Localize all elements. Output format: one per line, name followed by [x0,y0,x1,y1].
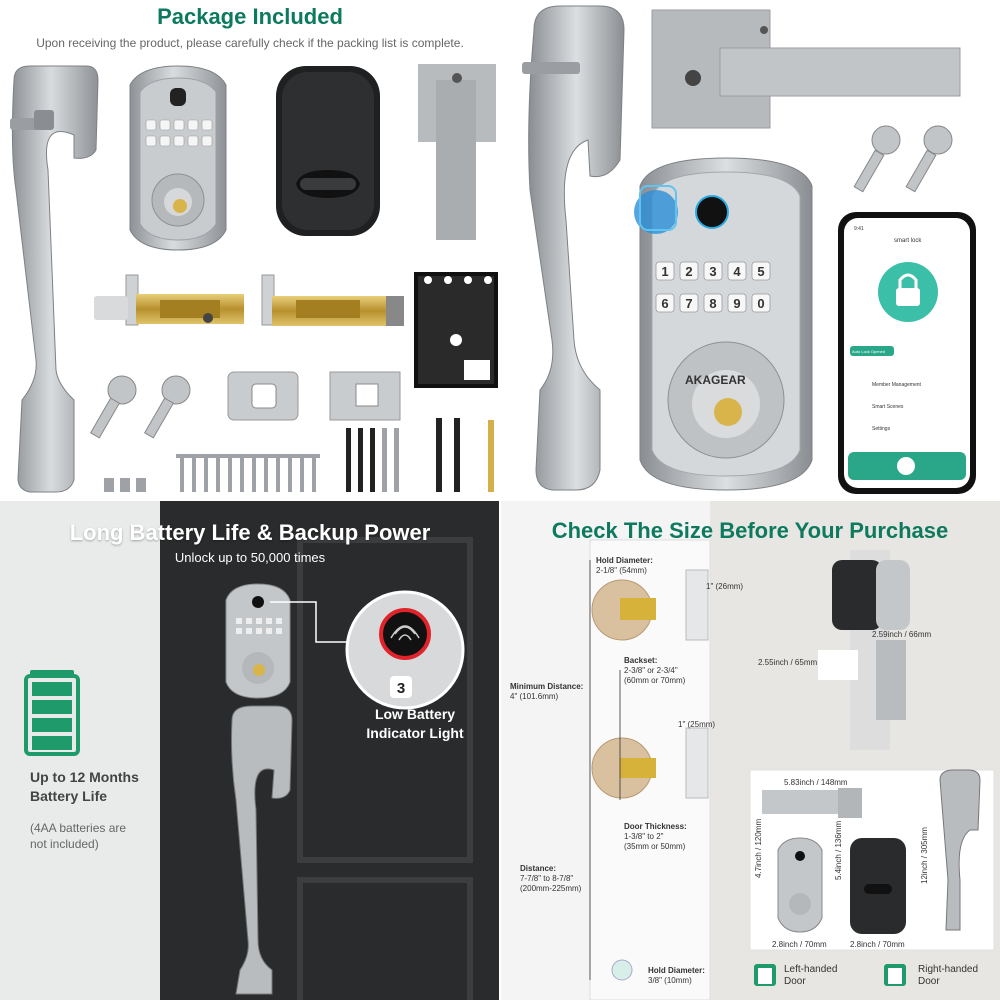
door-label-line: Door [918,976,940,987]
product-hero-illustration: 1 2 3 4 5 6 7 8 9 0 AKAGEAR [522,5,976,494]
distance-label: Distance: 7-7/8" to 8-7/8" (200mm-225mm) [520,864,581,894]
battery-note-line: not included) [30,837,99,851]
dimension-value: 2-3/8" or 2-3/4" [624,666,678,675]
dimension-label: 1" (25mm) [678,720,716,729]
door-background [160,500,500,1000]
dimension-name: Minimum Distance: [510,682,584,691]
left-handed-door-label: Left-handed Door [784,964,837,988]
phone-icon [838,212,976,494]
battery-life-line: Up to 12 Months [30,769,139,785]
latch-icon [94,274,244,326]
battery-note-line: (4AA batteries are [30,821,127,835]
fingerprint-callout: 3 [270,590,465,710]
package-subtitle: Upon receiving the product, please caref… [36,36,464,50]
package-parts-illustration [10,64,498,493]
right-handed-door-label: Right-handed Door [918,964,978,988]
battery-illustration: 3 [24,537,473,1000]
dimension-value: (200mm-225mm) [520,884,582,893]
keypad-key: 5 [757,264,764,279]
keypad-lock-icon [129,65,227,251]
door-label-line: Door [784,976,806,987]
phone-menu-item: Smart Scenes [872,404,904,410]
backset-label: Backset: 2-3/8" or 2-3/4" (60mm or 70mm) [624,656,685,686]
dimension-label: 5.83inch / 148mm [784,778,848,787]
keypad-lock-icon [225,583,291,699]
hole-diameter-label: Hold Diameter: 2-1/8" (54mm) [596,556,653,576]
dimension-value: 1-3/8" to 2" [624,832,664,841]
keypad-key: 1 [661,264,668,279]
phone-status: Auto Lock Opened [852,349,885,354]
keypad-key: 8 [709,296,716,311]
dimension-value: 3/8" (10mm) [648,976,692,985]
interior-assembly-icon [276,66,380,236]
keypad-key: 4 [733,264,741,279]
dimension-label: 4.7inch / 120mm [754,818,763,878]
door-label-line: Right-handed [918,964,979,975]
keypad-key: 2 [685,264,692,279]
key-icon [853,125,953,193]
dimension-label: 2.55inch / 65mm [758,658,818,667]
handle-icon [231,705,293,995]
battery-subtitle: Unlock up to 50,000 times [174,550,326,565]
low-battery-line: Indicator Light [366,725,464,741]
phone-header: smart lock [894,238,922,244]
phone-menu-item: Settings [872,426,891,432]
size-panel: Check The Size Before Your Purchase Hold… [500,500,1000,1000]
keypad-key: 0 [757,296,764,311]
dimension-value: (35mm or 50mm) [624,842,686,851]
keypad-key: 7 [685,296,692,311]
package-included-panel: Package Included Upon receiving the prod… [0,0,500,500]
dimension-label: 2.8inch / 70mm [850,940,905,949]
battery-life-line: Battery Life [30,788,108,804]
dimension-value: (60mm or 70mm) [624,676,686,685]
keypad-lock-icon: 1 2 3 4 5 6 7 8 9 0 AKAGEAR [634,157,813,491]
dimension-value: 7-7/8" to 8-7/8" [520,874,574,883]
dimension-label: 1" (26mm) [706,582,744,591]
dimension-label: 2.8inch / 70mm [772,940,827,949]
battery-icon [24,670,80,756]
divider [0,499,1000,501]
keypad-key: 3 [709,264,716,279]
battery-life-text: Up to 12 Months Battery Life [30,768,170,806]
size-illustration [500,500,1000,1000]
door-thickness-label: Door Thickness: 1-3/8" to 2" (35mm or 50… [624,822,687,852]
dimension-value: 4" (101.6mm) [510,692,559,701]
battery-note: (4AA batteries are not included) [30,820,160,852]
handle-icon [10,65,99,493]
dimension-name: Hold Diameter: [596,556,653,565]
low-battery-label: Low Battery Indicator Light [350,705,480,743]
screws-icon [104,418,494,492]
min-distance-label: Minimum Distance: 4" (101.6mm) [510,682,583,702]
dimension-name: Door Thickness: [624,822,687,831]
product-hero-panel: 1 2 3 4 5 6 7 8 9 0 AKAGEAR [500,0,1000,500]
dimension-name: Hold Diameter: [648,966,705,975]
door-label-line: Left-handed [784,964,838,975]
lever-icon [651,9,961,129]
battery-title: Long Battery Life & Backup Power [69,520,431,545]
keypad-key: 6 [661,296,668,311]
low-battery-line: Low Battery [374,706,456,722]
dimension-name: Distance: [520,864,557,873]
size-title: Check The Size Before Your Purchase [551,518,949,543]
keypad-key: 9 [733,296,740,311]
lever-icon [418,64,496,240]
deadbolt-latch-icon [261,274,404,326]
package-title: Package Included [157,4,343,29]
handle-icon [522,5,625,491]
strike-plate-icon [227,371,401,421]
dimension-label: 5.4inch / 136mm [834,820,843,880]
dimension-value: 2-1/8" (54mm) [596,566,647,575]
key-icon [89,375,191,439]
hole-diameter-2-label: Hold Diameter: 3/8" (10mm) [648,966,705,986]
phone-menu-item: Member Management [872,382,922,388]
phone-time: 9:41 [854,226,864,232]
dimension-name: Backset: [624,656,658,665]
mounting-plate-icon [414,272,498,388]
brand-logo: AKAGEAR [685,373,746,387]
battery-panel: 3 Long Battery Life & Backup Power Unloc… [0,500,500,1000]
dimension-label: 2.59inch / 66mm [872,630,932,639]
dimension-label: 12inch / 305mm [920,827,929,884]
keypad-key: 3 [397,680,405,697]
